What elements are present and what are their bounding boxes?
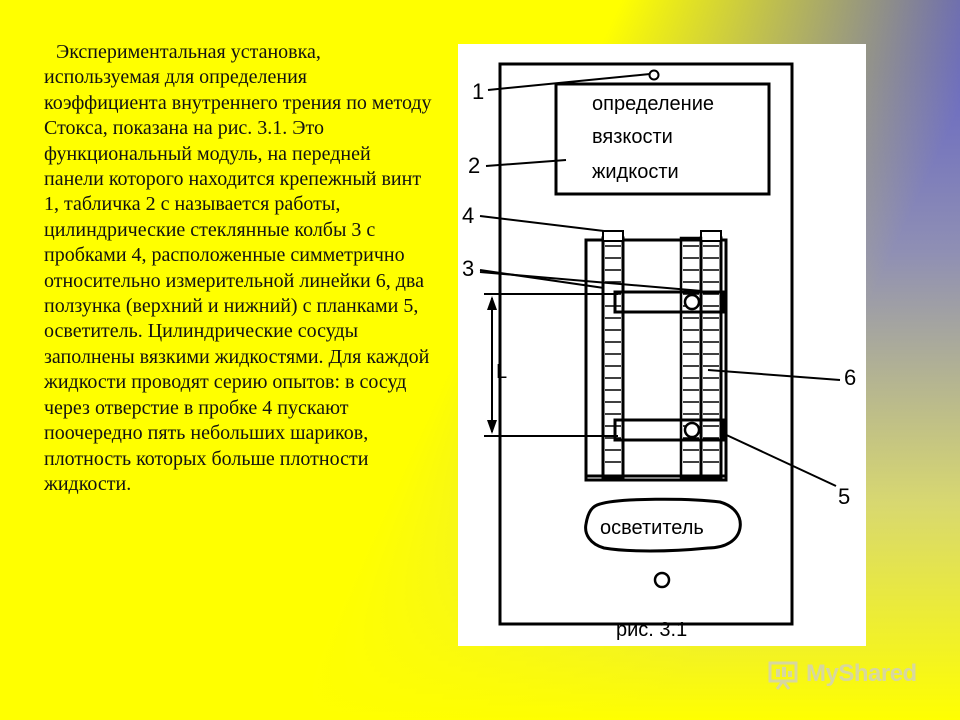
plate-line-1: определение: [592, 93, 714, 115]
left-flask: [601, 236, 625, 480]
label-5: 5: [838, 484, 850, 509]
flask-frame: [584, 238, 728, 482]
upper-slider-bar: [613, 290, 725, 314]
l-arrow-up: [487, 296, 497, 310]
leader-1: [487, 73, 651, 91]
right-stopper: [700, 230, 722, 242]
right-flask: [699, 236, 723, 480]
description-text: Экспериментальная установка, используема…: [44, 41, 432, 495]
lower-slider-knob: [683, 421, 701, 439]
leader-5: [719, 431, 837, 487]
presentation-icon: [768, 661, 798, 690]
label-4: 4: [462, 203, 474, 228]
illuminator-outline: [584, 497, 742, 553]
myshared-watermark: MyShared: [766, 654, 936, 694]
plate-line-2: вязкости: [592, 126, 673, 148]
plate-2: [554, 82, 771, 196]
label-2: 2: [468, 153, 480, 178]
upper-slider-knob: [683, 293, 701, 311]
plate-line-3: жидкости: [592, 161, 679, 183]
left-stopper: [602, 230, 624, 242]
leader-3b: [479, 271, 703, 292]
leader-2: [485, 159, 567, 167]
lower-slider-bar-5: [613, 418, 725, 442]
apparatus-diagram: определение вязкости жидкости L 1 2 4: [462, 62, 856, 641]
label-l: L: [496, 361, 507, 383]
watermark-brand: MyShared: [806, 660, 917, 687]
figure-3-1: определение вязкости жидкости L 1 2 4: [458, 44, 866, 646]
figure-caption: рис. 3.1: [616, 619, 687, 641]
ruler-6: [679, 236, 703, 480]
illuminator-label: осветитель: [600, 517, 704, 539]
label-6: 6: [844, 365, 856, 390]
screw-1: [648, 69, 660, 81]
ruler-ticks: [605, 245, 719, 463]
label-1: 1: [472, 79, 484, 104]
bottom-knob: [653, 571, 671, 589]
leader-4: [479, 215, 605, 232]
label-3: 3: [462, 256, 474, 281]
module-frame: [498, 62, 794, 626]
leader-6: [707, 369, 841, 381]
l-arrow-down: [487, 420, 497, 434]
